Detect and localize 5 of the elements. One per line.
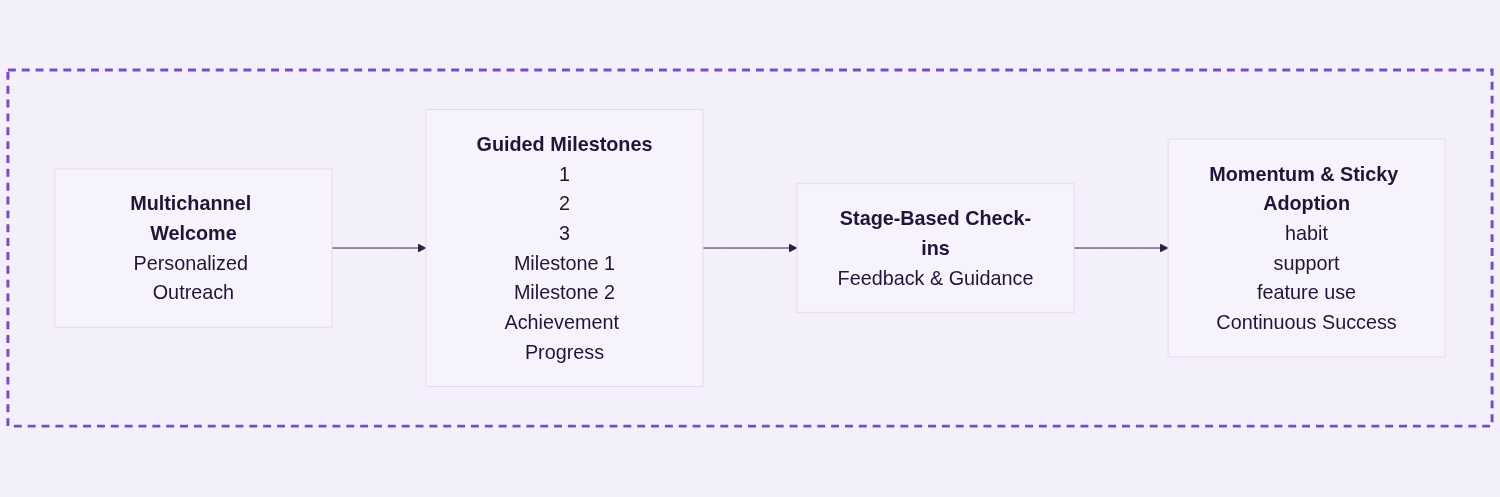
node-box: Stage-Based Check-ins Feedback & Guidance bbox=[796, 183, 1075, 314]
cluster bbox=[6, 68, 1494, 429]
node-box: Multichannel Welcome Personalized Outreach bbox=[54, 168, 333, 329]
node-box: Guided Milestones 1 2 3 Milestone 1 Milestone 2 Achievement Progress bbox=[425, 109, 704, 388]
node-box: Momentum & Sticky Adoption habit support feature use Continuous Success bbox=[1167, 139, 1446, 358]
